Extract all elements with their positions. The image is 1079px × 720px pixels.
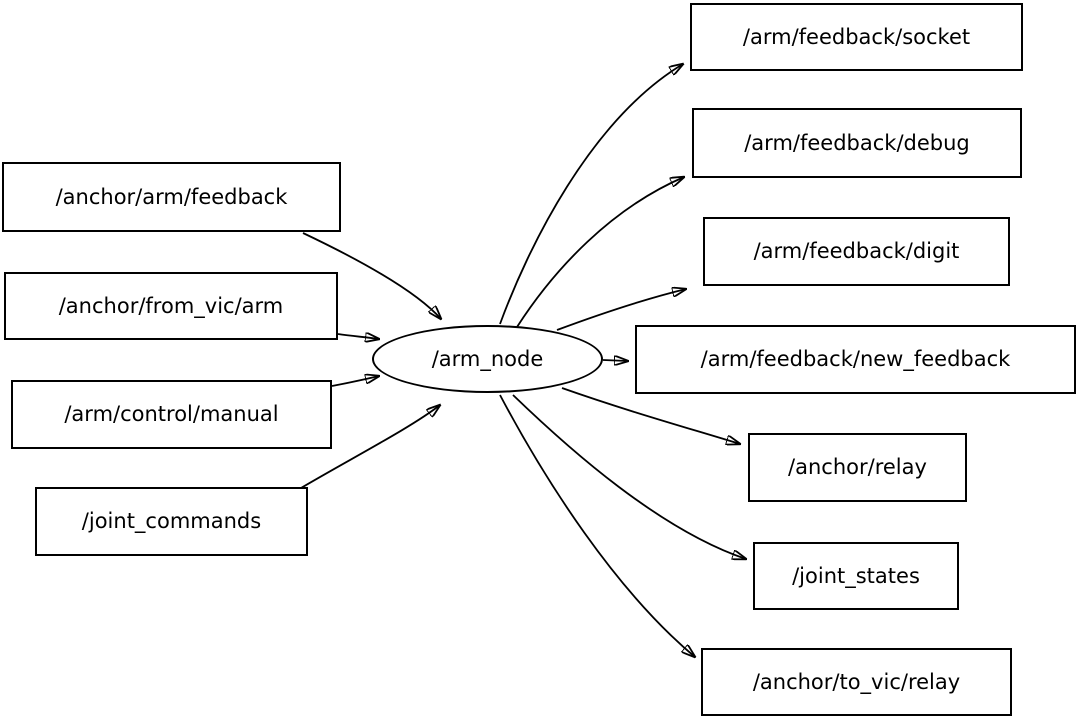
topic-label: /joint_commands	[81, 509, 262, 533]
node-label: /arm_node	[431, 346, 544, 371]
node-arm-node: /arm_node	[372, 325, 603, 393]
topic-label: /joint_states	[792, 563, 920, 588]
edge-arm-node-to-arm-feedback-digit	[556, 289, 686, 331]
topic-label: /arm/feedback/debug	[744, 130, 970, 155]
topic-label: /anchor/relay	[788, 455, 927, 479]
topic-label: /arm/feedback/socket	[742, 24, 971, 49]
edge-arm-node-to-arm-feedback-socket	[499, 64, 683, 325]
topic-label: /arm/feedback/new_feedback	[700, 347, 1011, 371]
edge-anchor-arm-feedback-to-arm-node	[302, 232, 441, 319]
node-anchor-arm-feedback: /anchor/arm/feedback	[2, 162, 341, 232]
edge-arm-node-to-anchor-relay	[561, 387, 740, 444]
topic-label: /anchor/from_vic/arm	[58, 293, 284, 318]
node-anchor-to-vic-relay: /anchor/to_vic/relay	[701, 648, 1012, 716]
node-arm-feedback-new-feedback: /arm/feedback/new_feedback	[635, 325, 1076, 394]
node-anchor-relay: /anchor/relay	[748, 433, 967, 502]
topic-label: /arm/control/manual	[64, 402, 279, 426]
edge-joint-commands-to-arm-node	[300, 405, 440, 489]
node-joint-states: /joint_states	[753, 542, 959, 610]
node-arm-feedback-socket: /arm/feedback/socket	[690, 3, 1023, 71]
edge-arm-node-to-arm-feedback-debug	[516, 177, 684, 328]
topic-label: /anchor/to_vic/relay	[752, 669, 961, 694]
topic-label: /anchor/arm/feedback	[55, 184, 288, 209]
node-arm-control-manual: /arm/control/manual	[11, 380, 332, 449]
node-arm-feedback-digit: /arm/feedback/digit	[703, 217, 1010, 286]
edge-arm-node-to-anchor-to-vic-relay	[499, 394, 695, 657]
edge-arm-node-to-joint-states	[512, 394, 746, 559]
node-joint-commands: /joint_commands	[35, 487, 308, 556]
node-anchor-from-vic-arm: /anchor/from_vic/arm	[4, 272, 338, 340]
topic-label: /arm/feedback/digit	[753, 239, 960, 263]
edge-arm-control-manual-to-arm-node	[331, 376, 379, 387]
node-arm-feedback-debug: /arm/feedback/debug	[692, 108, 1022, 178]
edge-arm-node-to-arm-feedback-new-feedback	[602, 360, 628, 361]
edge-anchor-from-vic-arm-to-arm-node	[337, 334, 379, 339]
